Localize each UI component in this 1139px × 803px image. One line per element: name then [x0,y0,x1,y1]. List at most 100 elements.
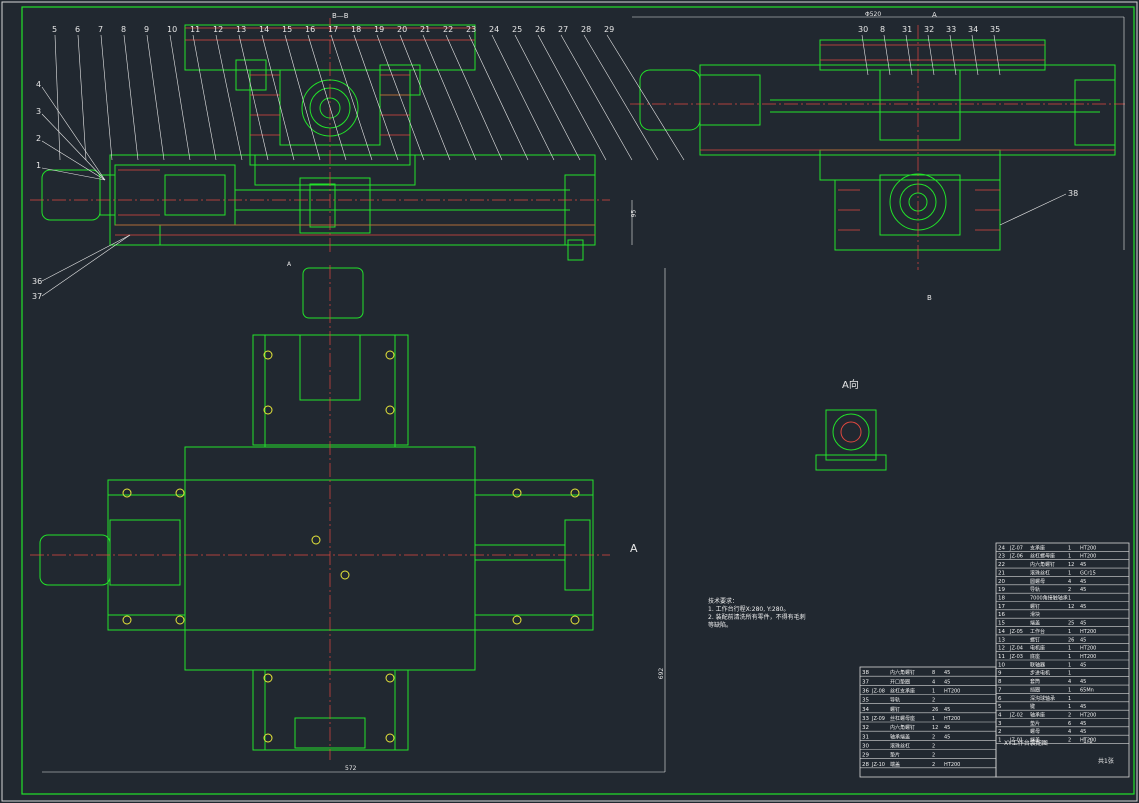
bom-right-name: 套筒 [1030,678,1040,685]
bom-right-mat: HT200 [1080,654,1096,660]
technical-notes-line-3: 等缺陷。 [708,622,733,629]
part-callout-leader [261,34,295,161]
bom-right-no: 4 [998,713,1002,719]
bom-right-code: JZ-07 [1009,545,1023,551]
bom-left-no: 33 [862,716,869,722]
part-callout-7: 7 [98,25,103,34]
part-callout-14: 14 [259,25,269,34]
bom-right-qty: 1 [1068,596,1071,602]
bom-right-no: 19 [998,587,1005,593]
bom-left-name: 导轨 [890,697,900,704]
bom-right-name: 7000角接触轴承 [1030,595,1068,602]
bom-right-qty: 1 [1068,554,1071,560]
bom-left-code: JZ-09 [871,716,885,722]
part-callout-26: 26 [535,25,545,34]
part-callout-34: 34 [968,25,978,34]
bom-right-name: 端盖 [1030,620,1040,627]
bom-right-no: 24 [998,545,1005,551]
part-callout-8: 8 [121,25,126,34]
bom-right-code: JZ-06 [1009,554,1023,560]
dimension-overall-height: 692 [658,667,666,680]
part-callout-leader [330,34,373,161]
part-callout-leader [41,234,131,297]
bom-left-no: 32 [862,725,869,731]
bom-right-code: JZ-05 [1009,629,1023,635]
part-callout-35: 35 [990,25,1000,34]
view-a-title: A向 [842,380,859,391]
bom-right-name: 联轴器 [1030,661,1045,668]
bom-left-name: 轴承端盖 [890,733,910,740]
part-callout-21: 21 [420,25,430,34]
part-callout-22: 22 [443,25,453,34]
part-callout-17: 17 [328,25,338,34]
bom-right-name: 步进电机 [1030,670,1050,677]
bom-right-mat: 45 [1080,679,1086,685]
bom-right-name: 滚珠丝杠 [1030,569,1050,576]
dimension-left-height: 95 [630,209,638,218]
bom-left-name: 端盖 [890,761,900,768]
bom-left-mat: HT200 [944,716,960,722]
bom-left-qty: 2 [932,744,935,750]
bom-right-name: 深沟球轴承 [1030,695,1055,702]
part-callout-leader [146,34,165,161]
part-callout-leader [100,34,113,161]
bom-right-name: 导轨 [1030,586,1040,593]
bom-right-no: 10 [998,662,1005,668]
part-callout-leader [123,34,139,161]
section-view-right [639,39,1116,251]
bom-right-no: 8 [998,679,1002,685]
bom-left-mat: 45 [944,679,950,685]
bom-left-name: 垫片 [890,752,900,759]
dimension-right-width: Φ520 [865,11,882,18]
bom-right-no: 2 [998,729,1002,735]
part-callout-leader [491,34,555,161]
part-callout-leader [883,34,891,76]
bom-right-no: 21 [998,570,1005,576]
bom-right-mat: 45 [1080,662,1086,668]
part-callout-1: 1 [36,161,41,170]
section-view-right-hatch [630,25,1125,270]
bom-right-qty: 1 [1068,654,1071,660]
bom-right-code: JZ-02 [1009,713,1023,719]
part-callout-leader [560,34,633,161]
part-callout-leader [606,34,685,161]
bom-right-no: 12 [998,646,1005,652]
bom-right-mat: 45 [1080,579,1086,585]
part-callout-24: 24 [489,25,499,34]
part-callout-37: 37 [32,292,42,301]
bom-left-mat: HT200 [944,689,960,695]
bom-left-name: 内六角螺钉 [890,724,915,731]
bom-left-no: 28 [862,762,869,768]
part-callout-16: 16 [305,25,315,34]
part-callout-leader [999,193,1067,226]
right-view-arrow-label: A [932,11,937,19]
part-callout-leader [192,34,217,161]
bom-left-qty: 2 [932,753,935,759]
bom-left-no: 37 [862,679,869,685]
part-callout-13: 13 [236,25,246,34]
bom-right-no: 14 [998,629,1005,635]
front-view-label-bottom: A [287,261,292,268]
dimension-overall-width: 572 [345,765,357,772]
part-callout-33: 33 [946,25,956,34]
bom-right-name: 滑块 [1030,611,1040,618]
bom-right-mat: 45 [1080,721,1086,727]
bom-left-no: 35 [862,698,869,704]
part-callout-leader [376,34,425,161]
bom-left-name: 丝杠支承座 [890,688,915,695]
bom-left-mat: 45 [944,670,950,676]
bom-right-no: 16 [998,612,1005,618]
part-callout-leader [169,34,191,161]
bom-right-qty: 1 [1068,570,1071,576]
part-callout-leader [993,34,1001,76]
bom-left-code: JZ-08 [871,689,885,695]
part-callout-leader [307,34,347,161]
bom-left-qty: 2 [932,762,935,768]
bom-left-qty: 12 [932,725,938,731]
plan-view [39,267,594,751]
bom-right-mat: GCr15 [1080,570,1096,576]
bom-right-qty: 1 [1068,662,1071,668]
